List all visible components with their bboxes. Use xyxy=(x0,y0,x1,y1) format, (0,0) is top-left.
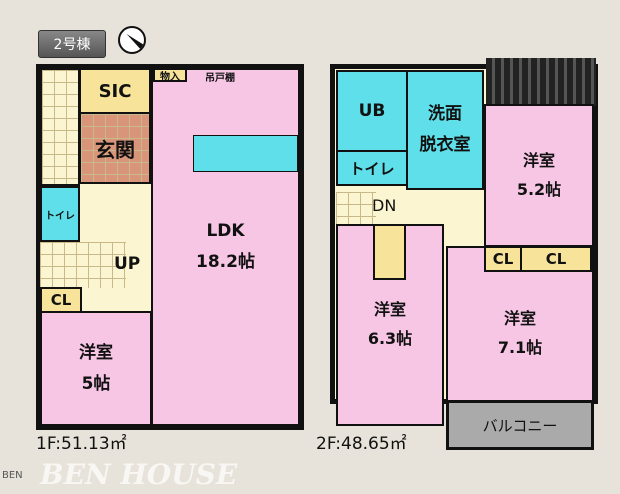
monoire: 物入 xyxy=(153,68,187,83)
balcony-label: バルコニー xyxy=(482,416,558,435)
room1-label: 洋室 xyxy=(522,150,555,170)
stair-area-1f xyxy=(40,68,80,186)
dn-label: DN xyxy=(372,196,397,215)
north-arrow-icon xyxy=(118,26,146,54)
cl-1f: CL xyxy=(40,287,82,313)
kitchen-counter xyxy=(193,135,298,172)
cl-2f-1-label: CL xyxy=(492,250,514,268)
tsuridana: 吊戸棚 xyxy=(205,73,235,84)
balcony: バルコニー xyxy=(446,400,594,450)
cl-2f-2: CL xyxy=(520,246,592,272)
ldk-size: 18.2帖 xyxy=(196,252,255,272)
floor2-area: 2F:48.65㎡ xyxy=(316,434,407,454)
stairs-1f xyxy=(40,242,126,288)
watermark: BEN HOUSE xyxy=(40,458,238,491)
senmen-label: 洗面 xyxy=(428,104,462,125)
room2-label: 洋室 xyxy=(373,300,406,320)
toilet-2f: トイレ xyxy=(336,150,408,186)
roof-area xyxy=(486,58,596,106)
toilet-2f-label: トイレ xyxy=(349,159,395,178)
ldk-label: LDK xyxy=(206,221,245,242)
cl-1f-label: CL xyxy=(50,291,72,309)
datsui-label: 脱衣室 xyxy=(419,135,471,155)
sic-label: SIC xyxy=(98,80,132,102)
room3-label: 洋室 xyxy=(503,309,536,329)
cl-2f-1: CL xyxy=(484,246,522,272)
sic: SIC xyxy=(79,68,151,114)
ub-label: UB xyxy=(358,101,386,121)
room1-size: 5.2帖 xyxy=(516,179,562,199)
senmen-datsui: 洗面脱衣室 xyxy=(406,70,484,190)
yoshitsu-7-1: 洋室 7.1帖 xyxy=(446,246,594,402)
toilet-1f-label: トイレ xyxy=(45,210,75,222)
genkan: 玄関 xyxy=(79,112,151,184)
yoshitsu-1f-size: 5帖 xyxy=(81,373,111,394)
closet-2f xyxy=(373,224,406,280)
yoshitsu-1f-label: 洋室 xyxy=(79,342,113,363)
room3-size: 7.1帖 xyxy=(497,338,543,357)
yoshitsu-5-2: 洋室 5.2帖 xyxy=(484,104,594,247)
toilet-1f: トイレ xyxy=(40,186,80,242)
up-label: UP xyxy=(114,254,141,274)
logo: BEN xyxy=(2,470,23,481)
monoire-label: 物入 xyxy=(160,71,180,83)
yoshitsu-1f: 洋室 5帖 xyxy=(40,311,152,426)
cl-2f-2-label: CL xyxy=(545,250,567,268)
building-label: 2号棟 xyxy=(38,30,106,58)
genkan-label: 玄関 xyxy=(95,137,135,162)
ub: UB xyxy=(336,70,408,152)
room2-size: 6.3帖 xyxy=(367,329,413,348)
floor1-area: 1F:51.13㎡ xyxy=(36,434,127,454)
ldk: LDK 18.2帖 xyxy=(151,68,300,426)
